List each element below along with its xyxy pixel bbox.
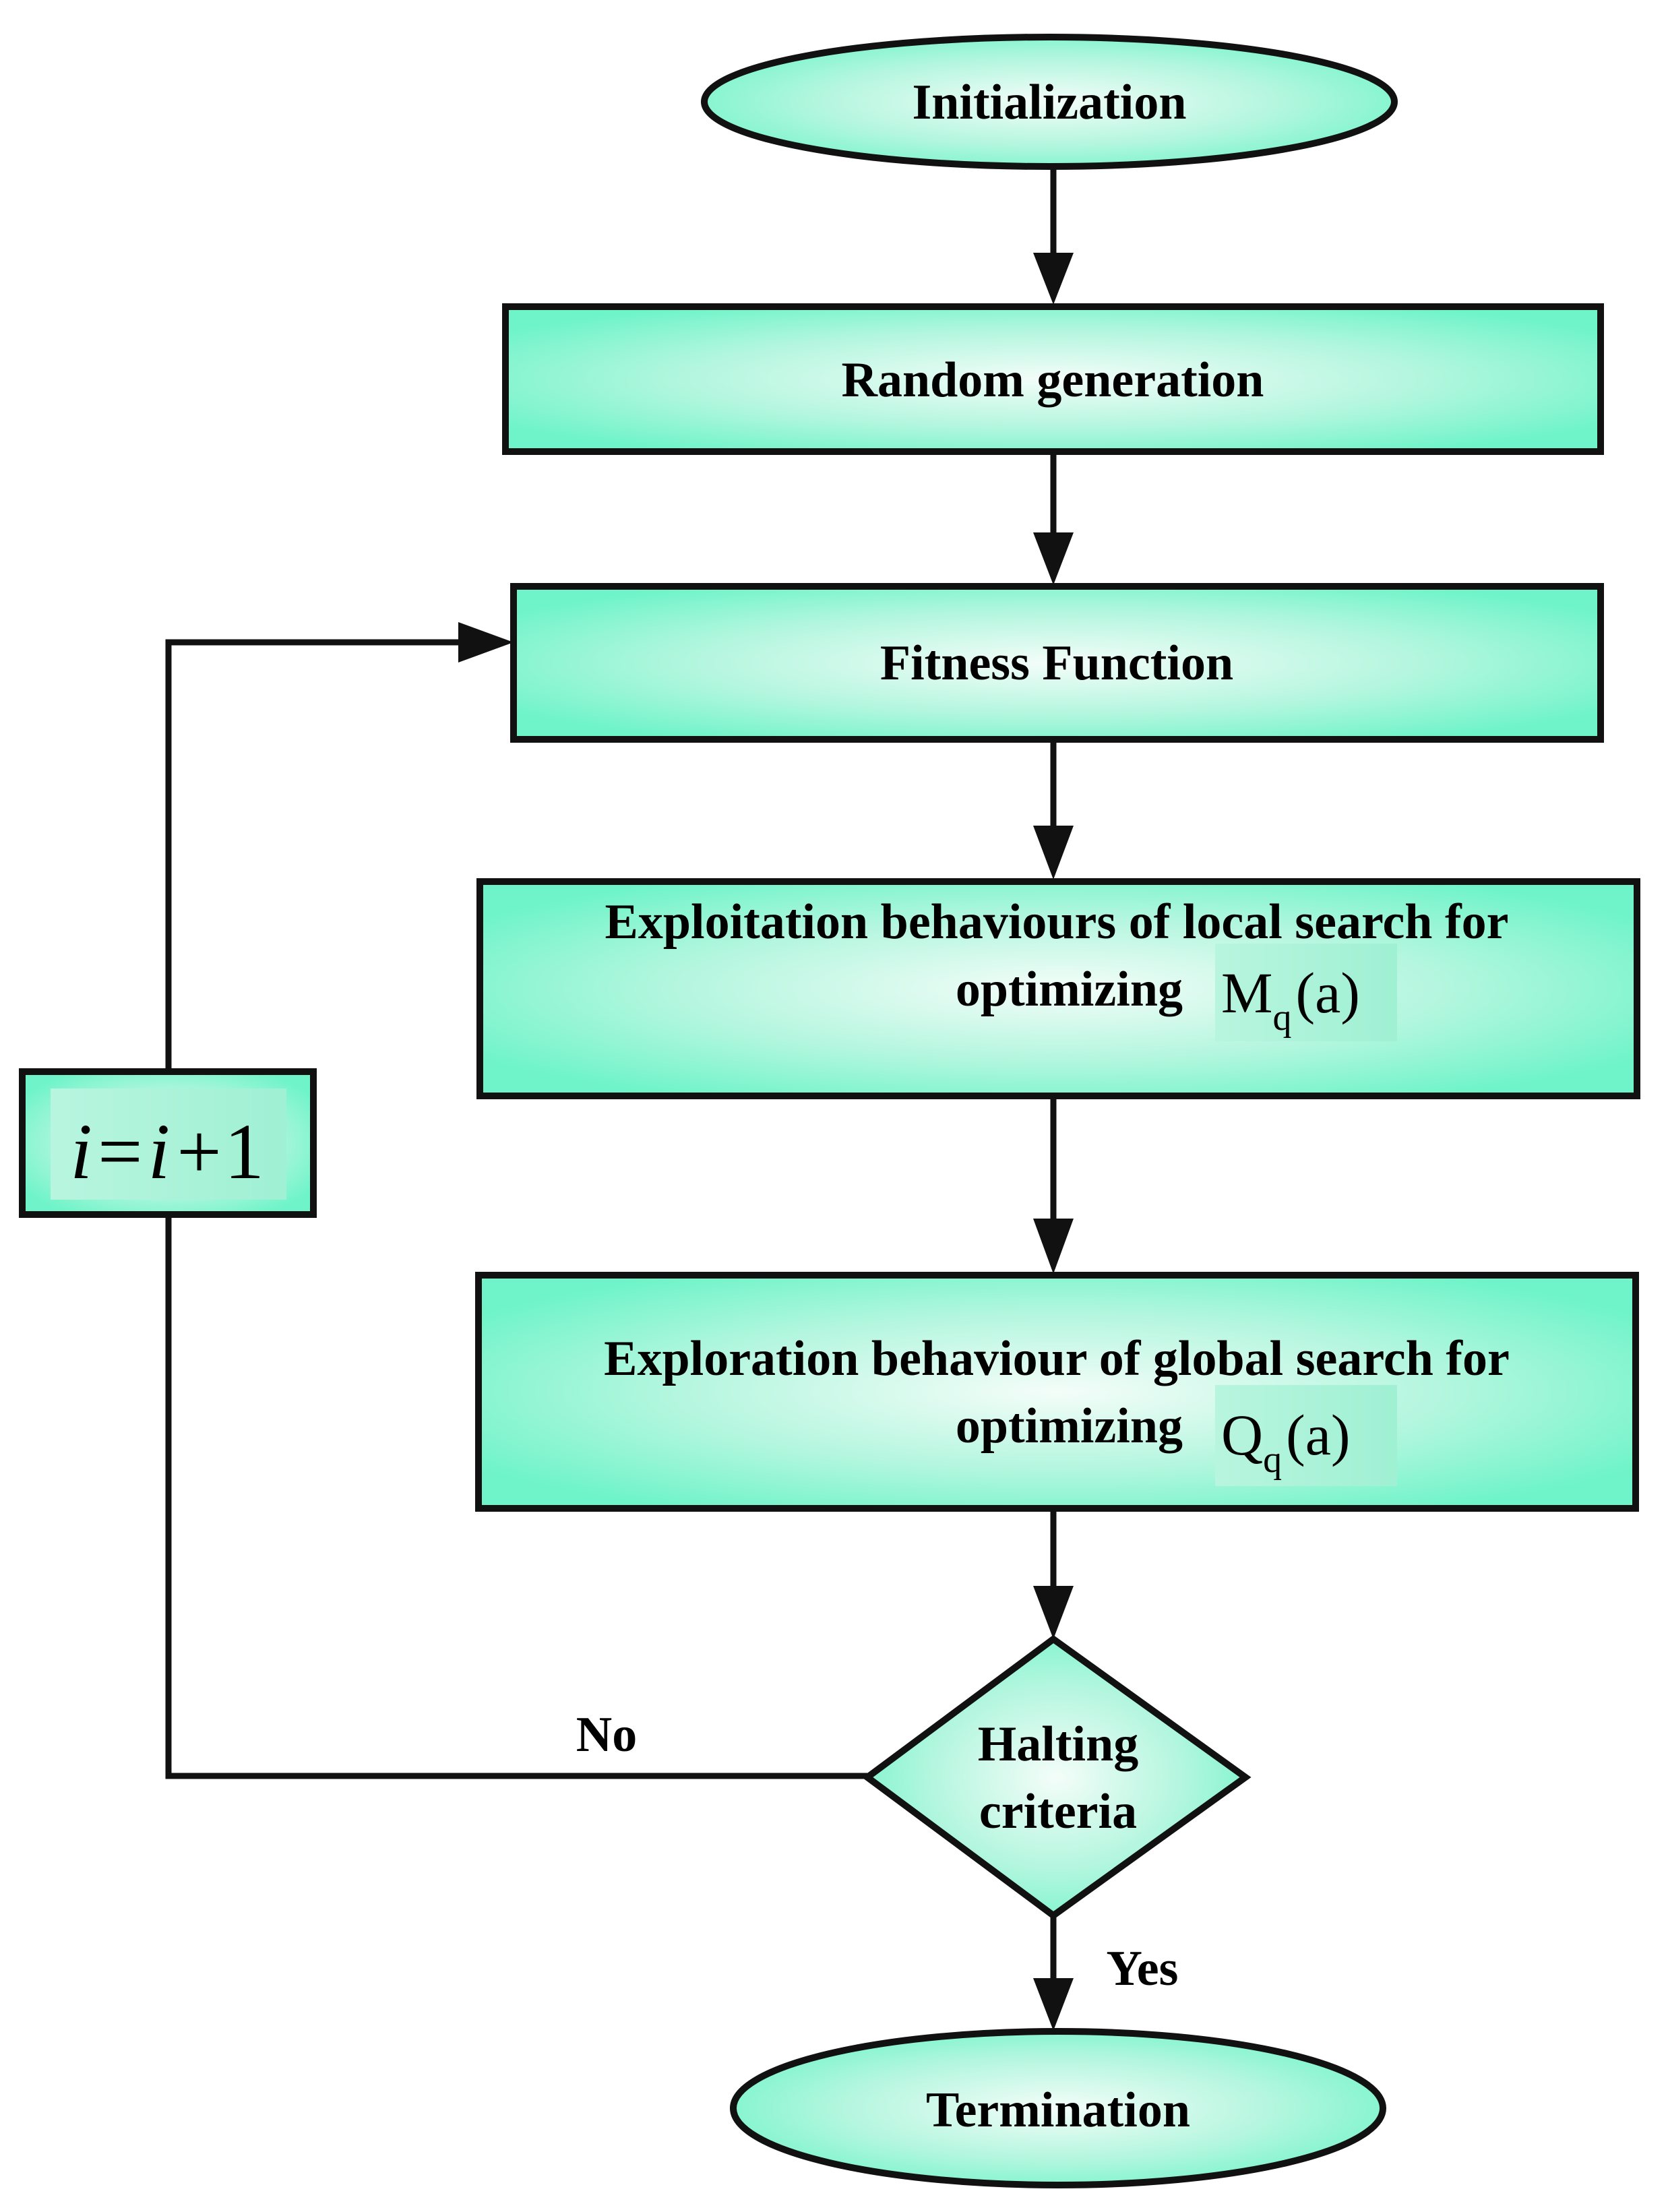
- arrowhead-loop-fitness: [458, 622, 514, 663]
- exploitation-line2: optimizing: [956, 962, 1183, 1017]
- arrowhead-termination: [1033, 1978, 1074, 2031]
- halting-line1: Halting: [978, 1717, 1138, 1772]
- exploitation-line1: Exploitation behaviours of local search …: [605, 894, 1509, 950]
- node-exploration: Exploration behaviour of global search f…: [475, 1272, 1639, 1512]
- edge-label-no: No: [576, 1707, 637, 1762]
- arrowhead-exploitation: [1033, 826, 1074, 880]
- exploitation-math-box: [1215, 944, 1397, 1041]
- exploration-line1: Exploration behaviour of global search f…: [604, 1331, 1510, 1386]
- fitness-function-label: Fitness Function: [880, 636, 1233, 691]
- node-counter: i=i+1: [19, 1068, 317, 1218]
- exploration-line2: optimizing: [956, 1399, 1183, 1454]
- node-exploitation: Exploitation behaviours of local search …: [476, 878, 1640, 1099]
- arrowhead-exploration: [1033, 1219, 1074, 1274]
- node-termination: Termination: [730, 2028, 1386, 2188]
- arrowhead-fitness: [1033, 532, 1074, 585]
- node-initialization: Initialization: [701, 34, 1398, 170]
- loop-no-path: [165, 1213, 867, 1779]
- node-random-generation: Random generation: [502, 303, 1604, 455]
- edge-label-yes: Yes: [1107, 1941, 1179, 1996]
- counter-formula: i=i+1: [70, 1107, 264, 1196]
- arrowhead-halting: [1033, 1586, 1074, 1639]
- random-generation-label: Random generation: [842, 352, 1264, 408]
- counter-math-box: [51, 1088, 286, 1200]
- node-halting-criteria: Halting criteria: [861, 1634, 1252, 1920]
- node-fitness-function: Fitness Function: [510, 583, 1604, 743]
- halting-line2: criteria: [979, 1784, 1137, 1839]
- arrowheads: [458, 253, 1074, 2031]
- termination-label: Termination: [926, 2083, 1190, 2138]
- exploration-math: Qq(a): [1221, 1403, 1351, 1481]
- loop-back-path: [165, 639, 458, 1068]
- exploitation-math: Mq(a): [1221, 960, 1360, 1039]
- exploration-math-box: [1215, 1385, 1397, 1486]
- connectors: [165, 167, 1057, 1985]
- arrowhead-random: [1033, 253, 1074, 305]
- initialization-label: Initialization: [912, 75, 1186, 130]
